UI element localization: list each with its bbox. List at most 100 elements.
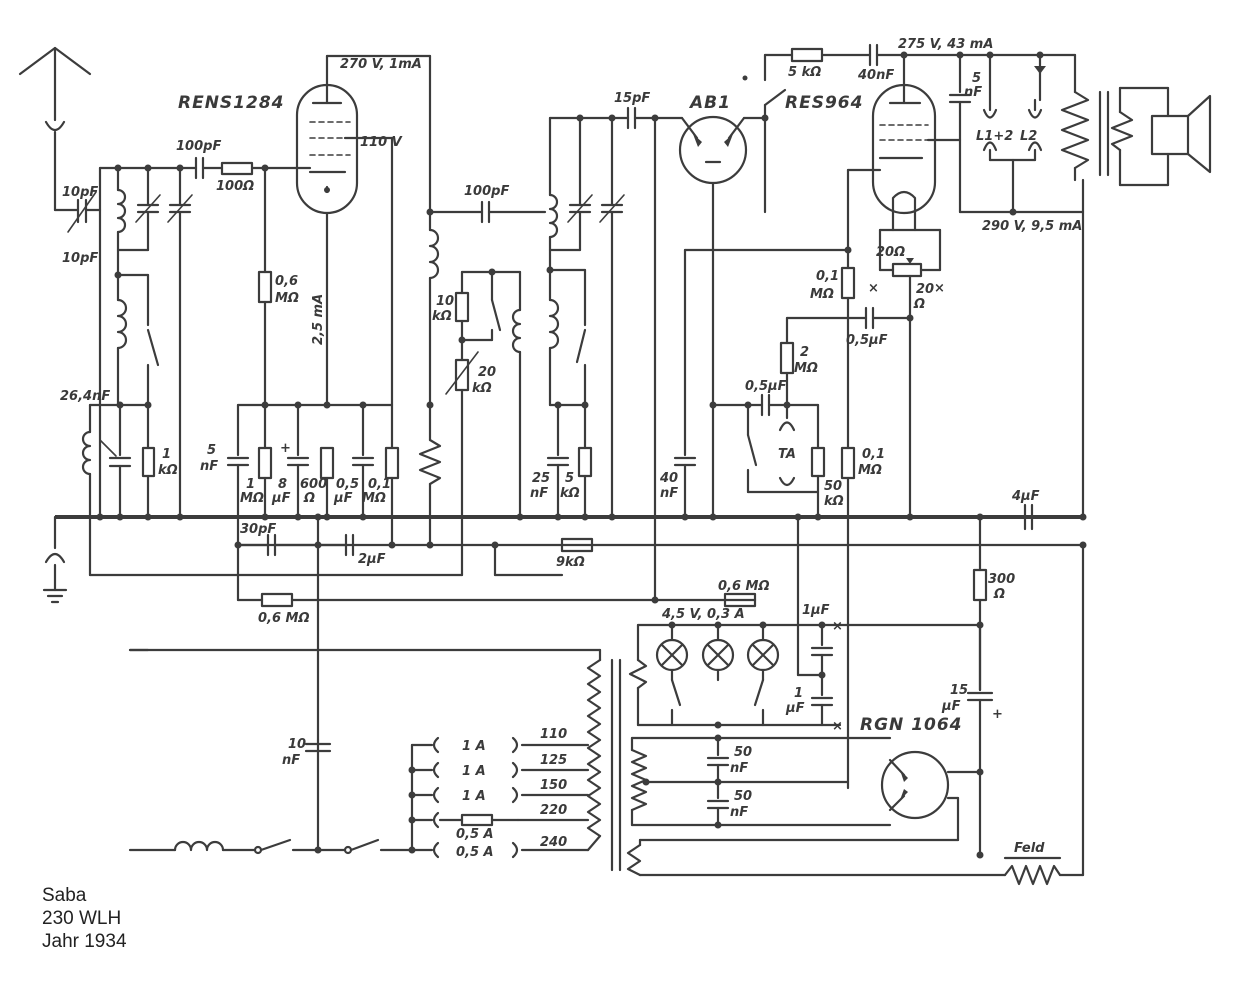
label-plus-1: + [280,441,291,456]
label-fuse-1: 1 A [462,739,486,754]
label-c8uf-b: µF [271,491,291,506]
input-tank-coil [98,166,127,277]
antenna-coupling-trimmer [67,166,102,519]
label-c50nf-1a: 50 [734,745,752,760]
label-r300-a: 300 [988,572,1015,587]
label-r06m-3: 0,6 MΩ [718,579,770,594]
label-r600-b: Ω [303,491,315,506]
label-v110: 110 V [360,135,403,150]
label-fuse-5: 0,5 A [456,845,494,860]
label-c10nf-a: 10 [288,737,306,752]
resistor-decoupling-plate [418,403,442,547]
tuning-capacitors [116,166,193,519]
grid-coupling-capacitor-100pf [178,156,297,180]
label-r20-2b: Ω [913,297,925,312]
bias-divider [316,515,757,742]
label-r1m-b: MΩ [240,491,264,506]
label-c15uf-a: 15 [950,683,968,698]
interstage-choke [428,54,547,407]
label-r20-2a: 20 [916,282,934,297]
reaction-coil [81,403,464,577]
label-r20k-b: kΩ [472,381,492,396]
tube-res964 [846,53,962,232]
label-c4uf: 4µF [1011,489,1040,504]
label-r300-b: Ω [993,587,1005,602]
label-i25ma: 2,5 mA [311,294,326,345]
label-r06m-1a: 0,6 [275,274,298,289]
mains-input [128,738,414,855]
label-c40nf-top: 40nF [857,68,894,83]
label-c1uf-b1: 1 [794,686,803,701]
dial-lamps [628,515,982,727]
label-c25nf-a: 25 [532,471,550,486]
filament-balance-resistors [878,228,942,519]
label-r9k: 9kΩ [556,555,585,570]
label-plus-2: + [992,707,1003,722]
label-l12: L1+2 [976,129,1013,144]
caption-manufacturer: Saba [42,885,87,906]
label-c100pf-2: 100pF [464,184,509,199]
coupling-capacitors-bias [236,533,757,608]
label-c15uf-b: µF [941,699,961,714]
pickup-input [711,393,826,519]
label-c10nf-b: nF [282,753,300,768]
label-c50nf-1b: nF [730,761,748,776]
label-r01m-1b: MΩ [362,491,386,506]
label-r5k-b: kΩ [560,486,580,501]
label-c5nf2-a: 5 [972,71,981,86]
label-c05uf-b: µF [333,491,353,506]
label-r1m-a: 1 [246,477,255,492]
label-tap-125: 125 [540,753,567,768]
label-r5k-a: 5 [565,471,574,486]
label-c8uf-a: 8 [278,477,287,492]
label-c10pf-a: 10pF [62,185,98,200]
capacitor-15pf [610,106,684,130]
tube-label-ab1: AB1 [688,93,731,113]
label-c05uf-a: 0,5 [336,477,359,492]
label-c5nf2-b: nF [964,85,982,100]
grid-bias-network [779,306,912,407]
tube-label-rgn1064: RGN 1064 [860,715,963,735]
label-r2m-a: 2 [800,345,809,360]
loudspeaker [1150,86,1212,187]
tube-label-res964: RES964 [785,93,863,113]
label-tap-220: 220 [540,803,567,818]
label-r01m-3b: MΩ [858,463,882,478]
antenna-symbol [18,46,92,212]
field-coil [1003,543,1085,886]
label-r600-a: 600 [300,477,327,492]
mains-transformer [128,648,1007,877]
resistor-01m-grid [840,168,856,790]
label-tap-240: 240 [540,835,567,850]
schematic-caption: Saba 230 WLH Jahr 1934 [42,884,127,953]
label-r50k-a: 50 [824,479,842,494]
second-tuned-circuit [548,116,625,519]
label-c5nf-a: 5 [207,443,216,458]
label-l2: L2 [1020,129,1037,144]
label-r100: 100Ω [216,179,254,194]
tube-rgn1064 [638,750,982,842]
filter-capacitor-15uf [966,623,994,857]
cathode-network-first-stage [226,136,400,602]
label-r01m-3a: 0,1 [862,447,885,462]
junction-dots [96,51,1087,859]
label-v275: 275 V, 43 mA [898,37,993,52]
label-c5nf-b: nF [200,459,218,474]
label-c50nf-2a: 50 [734,789,752,804]
label-c30pf: 30pF [240,522,276,537]
tube-ab1 [653,115,850,602]
earth-symbol [42,515,68,604]
label-c1uf-b2: µF [785,701,805,716]
label-c40nf-a: 40 [659,471,678,486]
label-feld: Feld [1014,841,1045,856]
label-c264nf: 26,4nF [60,389,110,404]
label-fuse-3: 1 A [462,789,486,804]
label-ta: TA [778,447,796,462]
label-lamps: 4,5 V, 0,3 A [661,607,745,622]
label-c15pf: 15pF [614,91,650,106]
label-c10pf-b: 10pF [62,251,98,266]
label-r06m-1b: MΩ [275,291,299,306]
label-r06m-2: 0,6 MΩ [258,611,310,626]
label-r1k-1b: kΩ [158,463,178,478]
